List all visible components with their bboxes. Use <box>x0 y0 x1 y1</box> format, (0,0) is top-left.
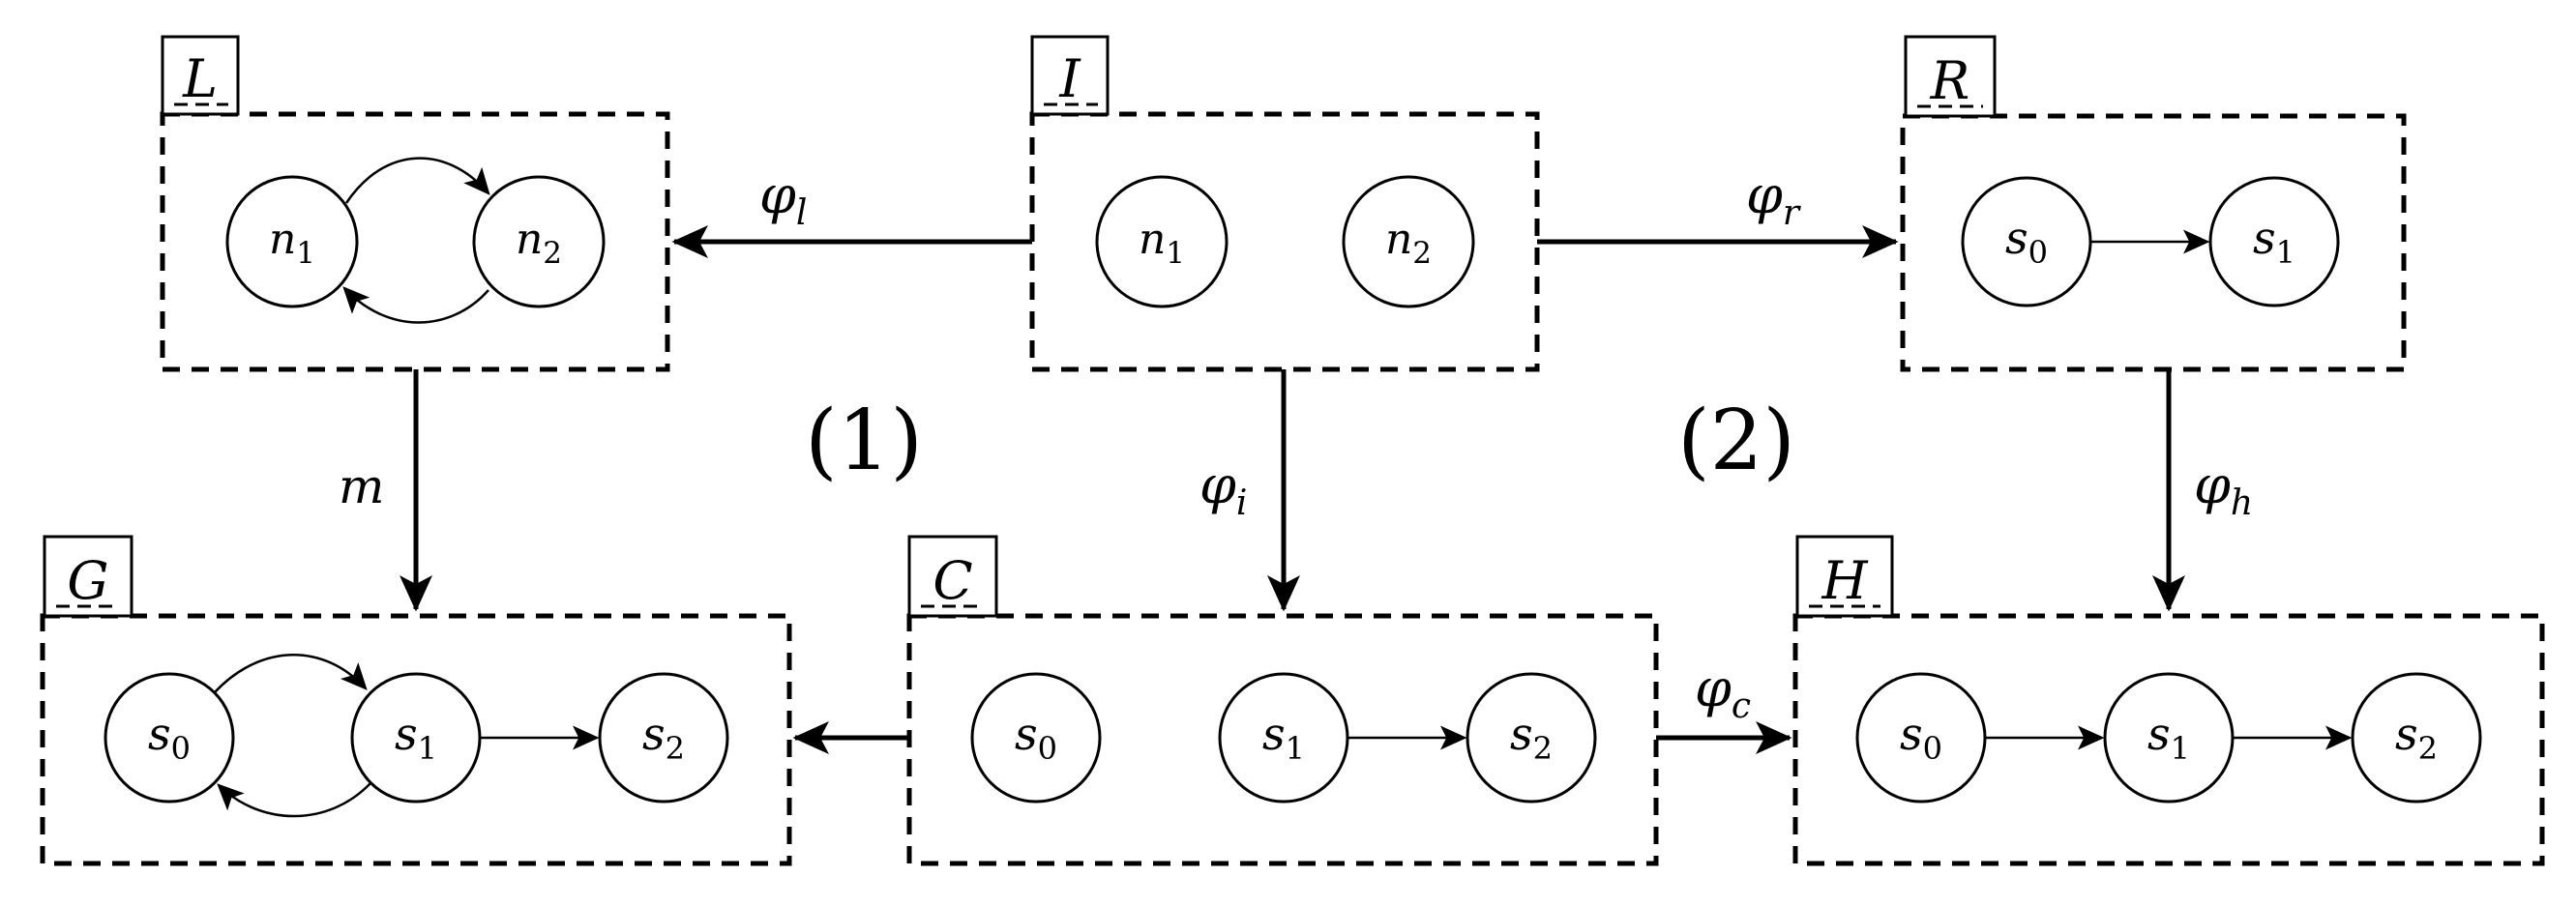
label-phi-r: φr <box>1746 164 1801 233</box>
node-R-s1 <box>2208 176 2340 307</box>
graph-L-tag-box <box>161 35 240 116</box>
graph-G-tag: G <box>67 550 108 611</box>
node-C-s2-label: s2 <box>1510 708 1553 767</box>
graph-R: R s0 s1 <box>1900 35 2407 372</box>
label-m: m <box>339 458 384 514</box>
graph-H-tag: H <box>1821 550 1868 611</box>
graph-G: G s0 s1 s2 <box>40 535 792 866</box>
graph-L-tag: L <box>182 48 218 109</box>
graph-R-tag-box <box>1904 35 1997 118</box>
graph-C-tag-box <box>907 535 998 618</box>
graph-I-tag: I <box>1058 48 1081 109</box>
node-L-n1 <box>225 175 359 308</box>
edge-L-n2-n1 <box>342 286 489 324</box>
graph-I: I n1 n2 <box>1029 35 1540 372</box>
label-phi-l: φl <box>759 164 807 233</box>
square-label-2: (2) <box>1677 393 1795 489</box>
node-L-n1-label: n1 <box>269 215 315 271</box>
node-R-s1-label: s1 <box>2253 212 2295 271</box>
graph-L-frame <box>160 111 670 372</box>
graph-L: L n1 n2 <box>160 35 670 372</box>
node-G-s0-label: s0 <box>148 708 191 767</box>
square-label-1: (1) <box>805 393 923 489</box>
graph-G-tag-box <box>43 535 133 618</box>
graph-C: C s0 s1 s2 <box>906 535 1659 866</box>
label-phi-h: φh <box>2194 454 2253 523</box>
node-H-s0-label: s0 <box>1900 708 1942 767</box>
edge-G-s0-s1 <box>214 654 368 693</box>
node-L-n2 <box>472 175 606 308</box>
node-C-s0 <box>970 672 1102 804</box>
node-I-n2 <box>1342 175 1475 308</box>
morphism-arrows: φl φr m φi φh φc <box>339 164 2253 754</box>
node-L-n2-label: n2 <box>516 215 562 271</box>
node-C-s2 <box>1466 672 1597 804</box>
node-C-s0-label: s0 <box>1015 708 1057 767</box>
node-I-n1 <box>1095 175 1229 308</box>
node-G-s1-label: s1 <box>395 708 437 767</box>
node-G-s2 <box>598 672 729 804</box>
graph-R-tag: R <box>1930 50 1970 111</box>
graph-H: H s0 s1 s2 <box>1792 535 2545 866</box>
graph-H-frame <box>1792 613 2545 866</box>
node-H-s1-label: s1 <box>2147 708 2190 767</box>
node-G-s2-label: s2 <box>642 708 685 767</box>
edge-G-s1-s0 <box>217 782 371 818</box>
node-I-n2-label: n2 <box>1385 215 1432 271</box>
graph-I-tag-box <box>1030 35 1110 116</box>
node-C-s1-label: s1 <box>1262 708 1305 767</box>
graph-C-tag: C <box>933 550 972 611</box>
node-H-s2-label: s2 <box>2395 708 2438 767</box>
node-I-n1-label: n1 <box>1139 215 1185 271</box>
label-phi-c: φc <box>1695 658 1751 726</box>
graph-H-tag-box <box>1795 535 1894 618</box>
edge-L-n1-n2 <box>344 157 490 204</box>
node-R-s0-label: s0 <box>2005 212 2048 271</box>
node-G-s0 <box>104 672 235 804</box>
node-H-s2 <box>2351 672 2482 804</box>
graph-G-frame <box>40 613 792 866</box>
label-phi-i: φi <box>1199 454 1247 523</box>
